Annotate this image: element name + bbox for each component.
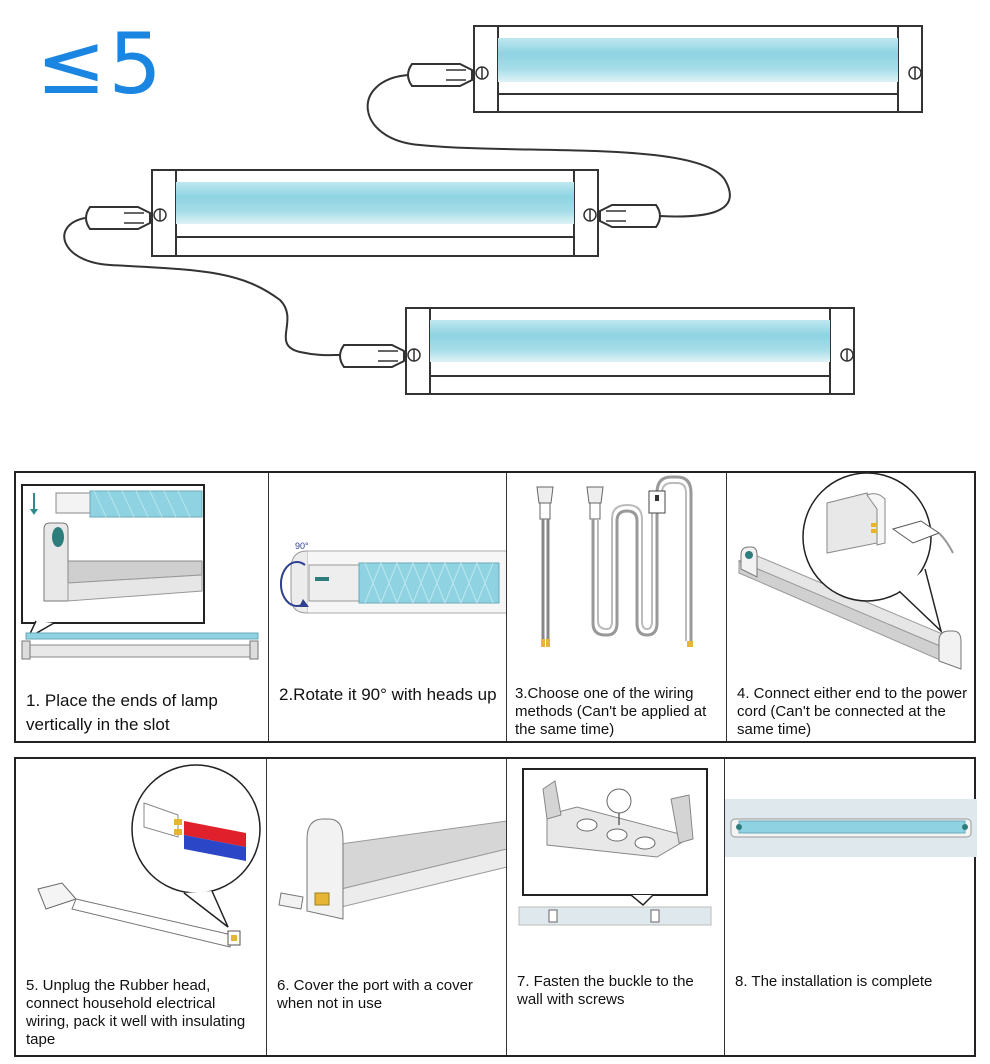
connection-diagram: ≤5 xyxy=(0,0,990,420)
steps-row-1: 1. Place the ends of lamp vertically in … xyxy=(14,471,976,743)
step-4-illustration xyxy=(737,473,962,670)
step-6-panel: 6. Cover the port with a cover when not … xyxy=(266,759,507,1055)
step-3-caption: 3.Choose one of the wiring methods (Can'… xyxy=(515,685,707,738)
step-2-panel: 90° 2.Rotate it 90° with heads up xyxy=(268,473,507,741)
max-connection-count: ≤5 xyxy=(36,15,164,113)
step-5-caption: 5. Unplug the Rubber head, connect house… xyxy=(26,977,246,1048)
step-1-panel: 1. Place the ends of lamp vertically in … xyxy=(16,473,268,741)
step-6-caption: 6. Cover the port with a cover when not … xyxy=(277,977,473,1012)
step-1-caption: 1. Place the ends of lamp vertically in … xyxy=(26,691,218,734)
steps-row-2: 5. Unplug the Rubber head, connect house… xyxy=(14,757,977,1057)
step-4-panel: 4. Connect either end to the power cord … xyxy=(726,473,976,741)
step-2-angle-label: 90° xyxy=(295,541,309,551)
step-5-panel: 5. Unplug the Rubber head, connect house… xyxy=(16,759,266,1055)
step-5-illustration xyxy=(37,764,261,948)
step-2-illustration: 90° xyxy=(279,541,507,614)
fixture-2 xyxy=(85,169,661,257)
step-2-caption: 2.Rotate it 90° with heads up xyxy=(279,685,497,704)
fixture-3 xyxy=(339,307,855,395)
step-7-illustration xyxy=(518,768,712,926)
step-8-caption: 8. The installation is complete xyxy=(735,973,933,990)
fixture-1 xyxy=(407,25,923,113)
wire-top-to-middle xyxy=(366,74,731,218)
step-4-caption: 4. Connect either end to the power cord … xyxy=(737,685,968,738)
wire-middle-to-bottom xyxy=(63,217,341,357)
step-8-illustration xyxy=(725,799,977,857)
step-7-panel: 7. Fasten the buckle to the wall with sc… xyxy=(506,759,724,1055)
step-6-illustration xyxy=(278,818,507,920)
fixture-chain-illustration xyxy=(63,25,923,395)
step-7-caption: 7. Fasten the buckle to the wall with sc… xyxy=(517,973,694,1008)
step-1-illustration xyxy=(21,484,259,660)
step-3-illustration xyxy=(536,475,693,647)
step-3-panel: 3.Choose one of the wiring methods (Can'… xyxy=(506,473,726,741)
step-8-panel: 8. The installation is complete xyxy=(724,759,977,1055)
